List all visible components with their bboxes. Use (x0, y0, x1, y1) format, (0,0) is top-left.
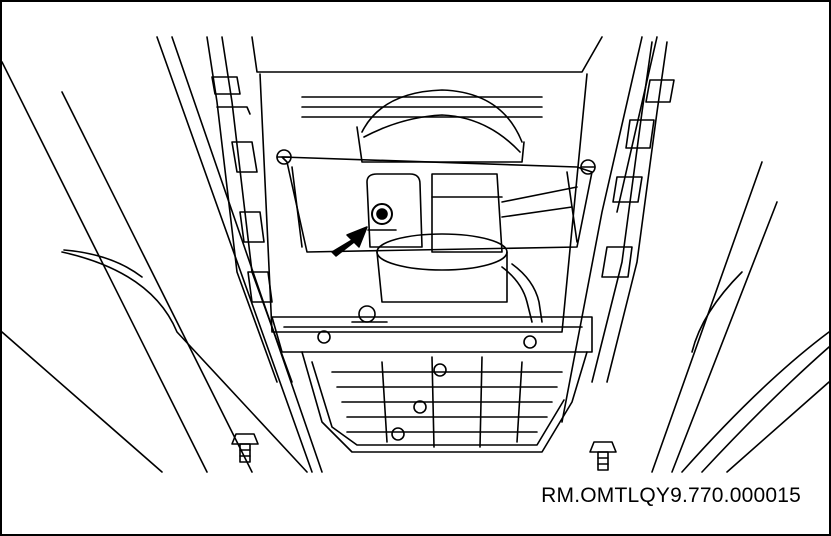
figure-reference-code: RM.OMTLQY9.770.000015 (541, 484, 801, 507)
left-side-rail (206, 36, 293, 383)
lower-crossmember (271, 305, 593, 353)
mounting-bracket (281, 156, 593, 253)
right-fender (561, 36, 829, 473)
cowl-panel (251, 36, 603, 333)
indicator-arrow-icon (331, 226, 368, 257)
right-push-clip (589, 441, 617, 471)
right-side-rail (591, 41, 675, 383)
bracket-bolts (276, 149, 596, 231)
lower-pan (301, 263, 588, 453)
left-fender (2, 36, 323, 473)
left-push-clip (231, 433, 259, 463)
